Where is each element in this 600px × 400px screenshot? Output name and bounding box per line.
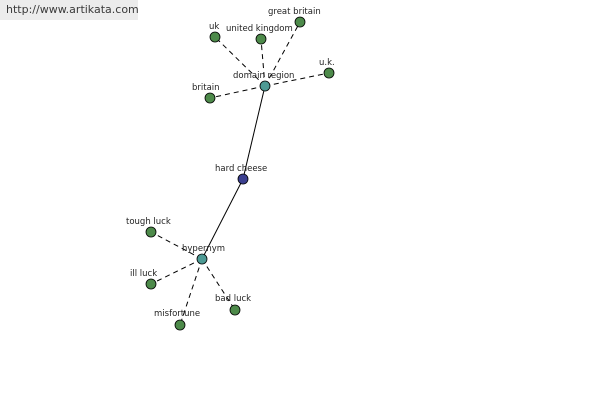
label-tough-luck[interactable]: tough luck (126, 217, 171, 227)
node-united-kingdom[interactable] (255, 33, 267, 45)
node-hypernym[interactable] (196, 253, 208, 265)
graph-edges (150, 21, 330, 326)
label-ill-luck[interactable]: ill luck (130, 269, 157, 279)
edge-hypernym-misfortune (179, 258, 203, 326)
edge-domain-region-u-k (264, 72, 330, 87)
edge-hard-cheese-domain-region (242, 85, 266, 180)
graph-nodes (145, 16, 335, 331)
node-bad-luck[interactable] (229, 304, 241, 316)
edge-hypernym-bad-luck (201, 258, 236, 311)
label-domain-region[interactable]: domain region (233, 71, 294, 81)
label-hypernym[interactable]: hypernym (182, 244, 225, 254)
edge-hypernym-ill-luck (150, 258, 203, 285)
node-britain[interactable] (204, 92, 216, 104)
edge-hypernym-tough-luck (150, 231, 203, 260)
label-u-k[interactable]: u.k. (319, 58, 335, 68)
label-great-britain[interactable]: great britain (268, 7, 321, 17)
label-bad-luck[interactable]: bad luck (215, 294, 251, 304)
edge-domain-region-united-kingdom (260, 38, 266, 87)
label-britain[interactable]: britain (192, 83, 220, 93)
node-domain-region[interactable] (259, 80, 271, 92)
source-url-banner[interactable]: http://www.artikata.com (0, 0, 139, 20)
edge-domain-region-great-britain (264, 21, 301, 87)
edge-domain-region-uk (214, 36, 266, 87)
label-hard-cheese[interactable]: hard cheese (215, 164, 267, 174)
node-ill-luck[interactable] (145, 278, 157, 290)
node-uk[interactable] (209, 31, 221, 43)
label-united-kingdom[interactable]: united kingdom (226, 24, 293, 34)
node-great-britain[interactable] (294, 16, 306, 28)
node-hard-cheese[interactable] (237, 173, 249, 185)
node-u-k[interactable] (323, 67, 335, 79)
node-tough-luck[interactable] (145, 226, 157, 238)
label-misfortune[interactable]: misfortune (154, 309, 200, 319)
edge-domain-region-britain (209, 85, 266, 99)
edge-hard-cheese-hypernym (201, 178, 244, 260)
graph-labels: hard cheese domain region hypernym uk united… (126, 7, 335, 319)
label-uk[interactable]: uk (209, 22, 219, 32)
node-misfortune[interactable] (174, 319, 186, 331)
